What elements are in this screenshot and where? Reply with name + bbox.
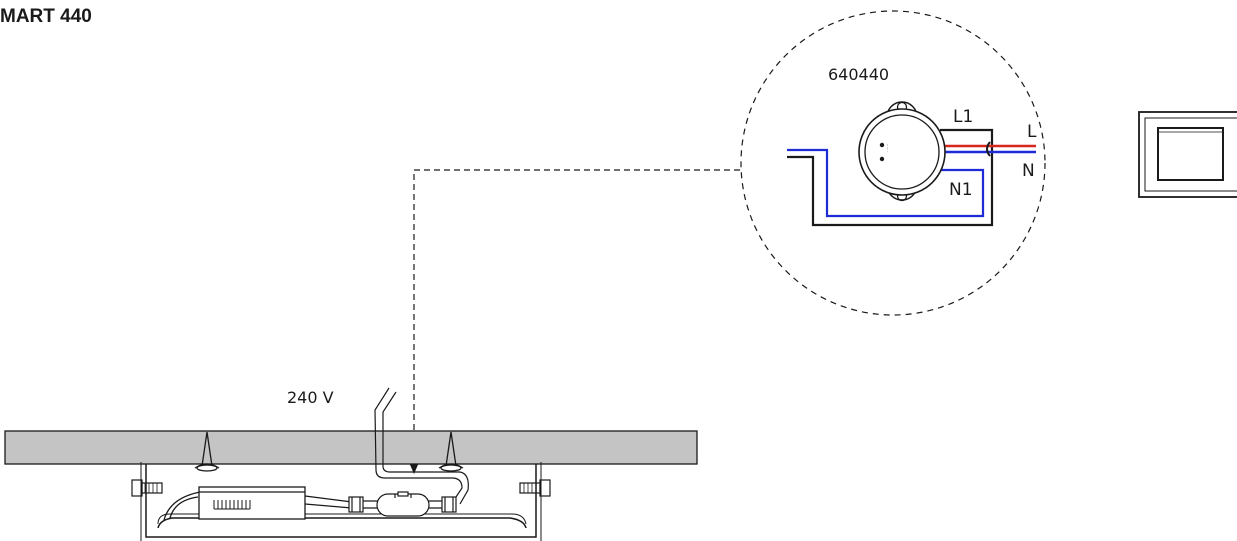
wire-label-n1: N1 [949,180,973,200]
voltage-label: 240 V [287,388,334,407]
leader-line [413,169,740,460]
wall-switch [1138,111,1237,198]
led-driver [163,486,353,521]
mounting-spring-right [438,431,464,472]
wire-label-n: N [1022,161,1035,181]
wire-label-l1: L1 [953,107,973,127]
wire-label-l: L [1027,122,1037,142]
detail-circle [740,10,1046,316]
black-wire-loop [787,128,994,227]
module-label: 640440 [828,65,889,84]
ceiling-slab [4,430,698,465]
mounting-spring-left [194,431,220,472]
luminaire-housing [131,462,551,541]
supply-cable [374,387,469,505]
blue-wire-loop [787,148,985,218]
module-device: ⋯⋯ [858,101,946,202]
internal-connectors [348,491,457,517]
wire-connector [986,141,991,157]
svg-text:⋯⋯: ⋯⋯ [885,144,890,152]
diagram-title: MART 440 [0,6,92,27]
